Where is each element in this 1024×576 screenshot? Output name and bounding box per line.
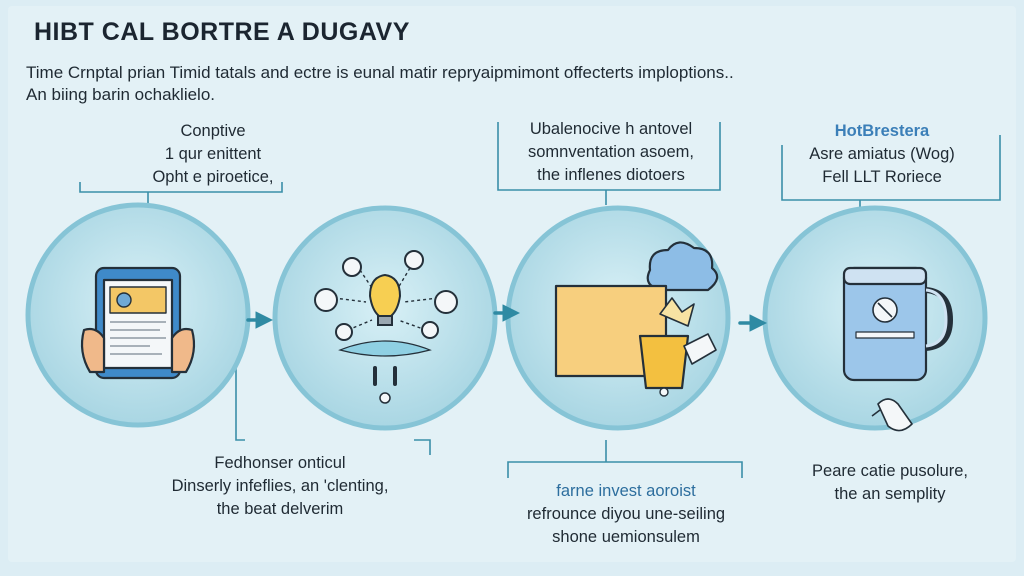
step-3-bottom-line-1: farne invest aoroist <box>556 482 696 500</box>
step-1-callout-line-1: Conptive <box>180 122 246 140</box>
step-2-callout: Fedhonser onticul Dinserly infeflies, an… <box>130 452 430 521</box>
flow-arrows <box>246 304 767 332</box>
step-3-callout-line-1: Ubalenocive h antovel <box>529 120 693 138</box>
step-3-callout: Ubalenocive h antovel somnventation asoe… <box>476 118 746 187</box>
subtitle-line-2: An biing barin ochaklielo. <box>26 85 216 104</box>
connector-step-3-top <box>497 122 721 205</box>
step-1-callout-line-3: Opht e piroetice, <box>152 168 274 186</box>
mug-device-icon <box>842 266 953 432</box>
connector-step-3-bottom <box>507 440 743 478</box>
step-4-callout-bottom: Peare catie pusolure, the an semplity <box>770 460 1010 506</box>
step-4-callout-line-3: Fell LLT Roriece <box>822 168 942 186</box>
lightbulb-ideas-icon <box>314 250 458 404</box>
step-3-callout-line-3: the inflenes diotoers <box>537 166 685 184</box>
step-3-callout-bottom: farne invest aoroist refrounce diyou une… <box>476 480 776 549</box>
step-4-callout-line-2: Asre amiatus (Wog) <box>809 145 955 163</box>
tablet-hands-icon <box>80 266 196 380</box>
step-3-bottom-line-3: shone uemionsulem <box>552 528 700 546</box>
step-4-bottom-line-2: the an semplity <box>834 485 946 503</box>
step-2-callout-line-1: Fedhonser onticul <box>214 454 346 472</box>
connector-step-2-bottom <box>235 345 431 455</box>
step-2-callout-line-2: Dinserly infeflies, an 'clenting, <box>171 477 389 495</box>
step-4-bottom-line-1: Peare catie pusolure, <box>812 462 968 480</box>
cloud-box-icon <box>554 241 719 397</box>
step-3-bottom-line-2: refrounce diyou une-seiling <box>526 505 726 523</box>
subtitle-line-1: Time Crnptal prian Timid tatals and ectr… <box>26 63 734 82</box>
subtitle: Time Crnptal prian Timid tatals and ectr… <box>26 62 986 106</box>
step-3-callout-line-2: somnventation asoem, <box>527 143 694 161</box>
step-4-callout: HotBrestera Asre amiatus (Wog) Fell LLT … <box>762 120 1002 189</box>
page-title: HIBT CAL BORTRE A DUGAVY <box>34 18 410 46</box>
step-1-callout: Conptive 1 qur enittent Opht e piroetice… <box>88 120 338 189</box>
step-1-callout-line-2: 1 qur enittent <box>164 145 262 163</box>
step-4-callout-line-1: HotBrestera <box>834 122 930 140</box>
step-2-callout-line-3: the beat delverim <box>216 500 344 518</box>
